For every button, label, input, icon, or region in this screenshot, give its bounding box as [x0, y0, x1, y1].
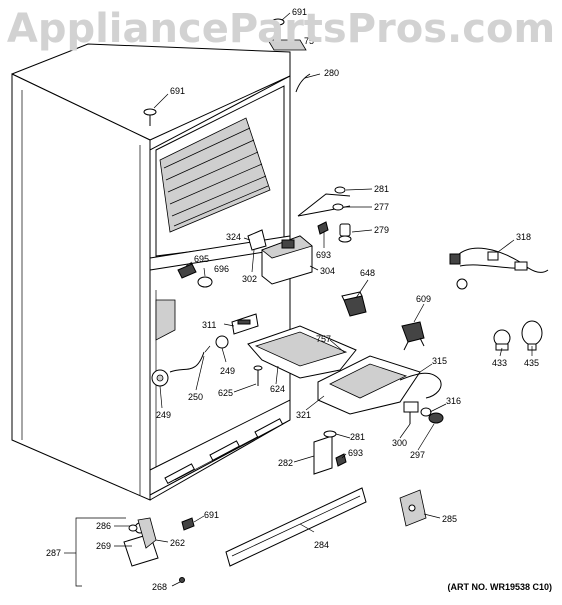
label-691-left: 691	[170, 86, 185, 96]
label-280: 280	[324, 68, 339, 78]
clip-311	[231, 313, 259, 335]
label-300: 300	[392, 438, 407, 448]
label-696: 696	[214, 264, 229, 274]
tube-280	[295, 73, 311, 93]
label-318: 318	[516, 232, 531, 242]
part-labels: 691 75 280 691 281 277 279 693 318 324 6…	[46, 7, 539, 592]
label-435: 435	[524, 358, 539, 368]
cover-302	[247, 229, 267, 251]
label-316: 316	[446, 396, 461, 406]
hinge-plate-75	[267, 39, 307, 51]
label-297: 297	[410, 450, 425, 460]
bracket-277-281	[297, 186, 351, 217]
screw-691-bottom	[181, 517, 195, 531]
light-socket-695	[177, 263, 197, 279]
label-302: 302	[242, 274, 257, 284]
label-324: 324	[226, 232, 241, 242]
label-284: 284	[314, 540, 329, 550]
roller-assembly-287	[123, 517, 159, 567]
label-75: 75	[304, 36, 314, 46]
screw-625	[253, 365, 263, 386]
refrigerator-cabinet	[11, 43, 291, 501]
kickplate-284	[225, 487, 367, 567]
label-315: 315	[432, 356, 447, 366]
label-693-bottom: 693	[348, 448, 363, 458]
art-number: (ART NO. WR19538 C10)	[447, 582, 552, 592]
label-693-top: 693	[316, 250, 331, 260]
label-279: 279	[374, 225, 389, 235]
screw-693-bottom	[335, 453, 347, 467]
label-286: 286	[96, 521, 111, 531]
label-691-bottom: 691	[204, 510, 219, 520]
label-268: 268	[152, 582, 167, 592]
bulb-297-316	[420, 407, 444, 424]
label-269: 269	[96, 541, 111, 551]
bulb-696	[197, 276, 213, 288]
label-287: 287	[46, 548, 61, 558]
bulb-435	[521, 320, 543, 351]
label-249-b: 249	[156, 410, 171, 420]
label-648: 648	[360, 268, 375, 278]
bracket-282	[313, 435, 333, 475]
label-281-top: 281	[374, 184, 389, 194]
screw-268	[179, 577, 185, 583]
socket-433	[493, 329, 511, 351]
light-housing-624	[247, 325, 357, 379]
grommet-249-b	[151, 369, 169, 387]
relay-609	[401, 321, 425, 351]
label-691-top: 691	[292, 7, 307, 17]
thermistor-300	[403, 401, 419, 424]
label-321: 321	[296, 410, 311, 420]
caster-285	[399, 489, 427, 527]
wire-250	[169, 345, 211, 373]
label-311: 311	[202, 320, 216, 330]
label-609: 609	[416, 294, 431, 304]
label-282: 282	[278, 458, 293, 468]
screw-693-top	[317, 221, 329, 235]
label-304: 304	[320, 266, 335, 276]
leader-lines	[64, 12, 533, 587]
label-262: 262	[170, 538, 185, 548]
label-285: 285	[442, 514, 457, 524]
wire-harness-318	[449, 247, 549, 290]
fitting-279	[338, 223, 352, 243]
tube-315	[399, 372, 442, 399]
control-box-304	[261, 235, 313, 285]
switch-648	[341, 291, 367, 317]
label-249-a: 249	[220, 366, 235, 376]
screw-691-left	[143, 108, 157, 126]
tray-321	[317, 355, 421, 415]
nut-281-bottom	[323, 430, 337, 438]
label-281-bottom: 281	[350, 432, 365, 442]
label-624: 624	[270, 384, 285, 394]
label-695: 695	[194, 254, 209, 264]
label-433: 433	[492, 358, 507, 368]
label-757: 757	[316, 334, 331, 344]
screw-691-top	[271, 18, 285, 36]
label-250: 250	[188, 392, 203, 402]
label-625: 625	[218, 388, 233, 398]
grommet-249-a	[215, 335, 229, 349]
label-277: 277	[374, 202, 389, 212]
freezer-shelf-grid	[163, 127, 269, 227]
